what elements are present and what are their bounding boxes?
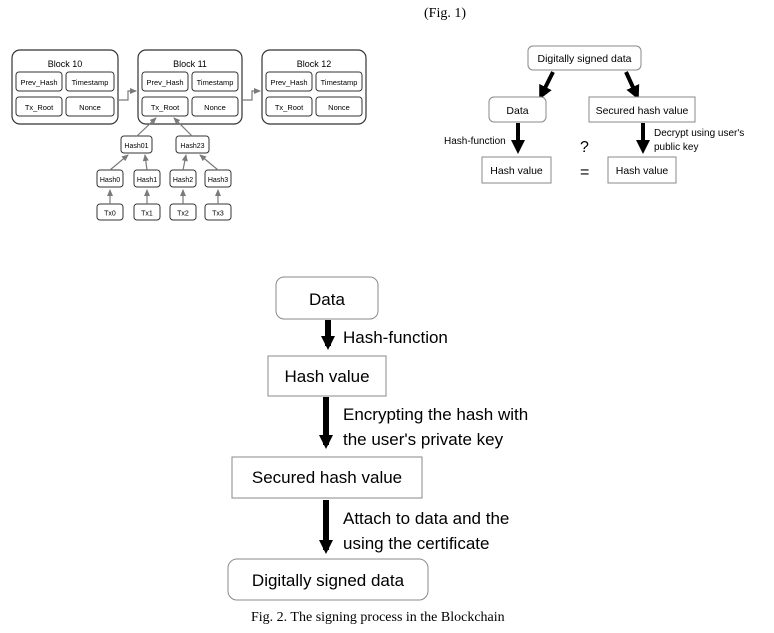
timestamp-field: Timestamp [72,78,109,87]
signing-hash-value-box: Hash value [284,367,369,386]
merkle-edge-hash2 [181,154,188,171]
question-mark: ? [580,139,589,156]
merkle-level1: Hash0 Hash1 Hash2 Hash3 [96,169,232,188]
signing-step2-line1: Encrypting the hash with [343,405,528,424]
block-title: Block 10 [48,59,83,69]
fig2-caption: Fig. 2. The signing process in the Block… [251,610,505,625]
signed-data-box: Digitally signed data [538,53,632,65]
hash01-node: Hash01 [124,143,148,150]
tx3-node: Tx3 [212,211,224,218]
timestamp-field: Timestamp [321,78,358,87]
fig1-caption: (Fig. 1) [424,6,466,21]
merkle-edge-hash1 [142,154,149,171]
block-title: Block 11 [173,59,207,69]
verification-diagram: Digitally signed data Data Secured hash … [444,45,744,184]
tx-root-field: Tx_Root [151,103,180,112]
merkle-edge-hash23-root [173,117,193,137]
tx-root-field: Tx_Root [275,103,304,112]
decrypt-label-line1: Decrypt using user's [654,128,744,139]
hash0-node: Hash0 [100,177,120,184]
signing-diagram: Data Hash-function Hash value Encrypting… [227,276,528,601]
decrypt-label-line2: public key [654,142,698,153]
timestamp-field: Timestamp [197,78,234,87]
merkle-edge-hash0 [109,154,129,171]
split-arrow-right [624,71,640,100]
signing-step3-line2: using the certificate [343,534,489,553]
hash23-node: Hash23 [180,143,204,150]
transactions: Tx0 Tx1 Tx2 Tx3 [96,203,232,221]
signing-step1-label: Hash-function [343,328,448,347]
signing-signed-data-box: Digitally signed data [252,571,405,590]
hash2-node: Hash2 [173,177,193,184]
data-box: Data [506,105,528,117]
block-title: Block 12 [297,59,332,69]
merkle-edge-hash3 [199,154,219,171]
hash1-node: Hash1 [137,177,157,184]
prev-hash-field: Prev_Hash [146,78,183,87]
hash-value-right: Hash value [616,165,669,177]
block-10: Block 10 Prev_Hash Timestamp Tx_Root Non… [11,49,119,125]
split-arrow-left [539,71,555,100]
merkle-edge-hash01-root [136,117,157,137]
blockchain-diagram: Block 10 Prev_Hash Timestamp Tx_Root Non… [11,49,367,221]
prev-hash-field: Prev_Hash [20,78,57,87]
chain-link-10-11 [118,88,137,101]
tx-root-field: Tx_Root [25,103,54,112]
equals-sign: = [580,164,589,181]
hash-function-label: Hash-function [444,136,506,147]
tx2-node: Tx2 [177,211,189,218]
block-12: Block 12 Prev_Hash Timestamp Tx_Root Non… [261,49,367,125]
block-11: Block 11 Prev_Hash Timestamp Tx_Root Non… [137,49,243,125]
chain-link-11-12 [242,88,261,101]
signing-data-box: Data [309,290,345,309]
nonce-field: Nonce [79,103,101,112]
merkle-level2: Hash01 Hash23 [120,135,210,154]
signing-step3-line1: Attach to data and the [343,509,509,528]
nonce-field: Nonce [204,103,226,112]
tx1-node: Tx1 [141,211,153,218]
prev-hash-field: Prev_Hash [270,78,307,87]
secured-hash-box: Secured hash value [596,105,689,117]
signing-secured-hash-box: Secured hash value [252,468,402,487]
tx0-node: Tx0 [104,211,116,218]
nonce-field: Nonce [328,103,350,112]
hash-value-left: Hash value [490,165,543,177]
signing-step2-line2: the user's private key [343,430,504,449]
hash3-node: Hash3 [208,177,228,184]
